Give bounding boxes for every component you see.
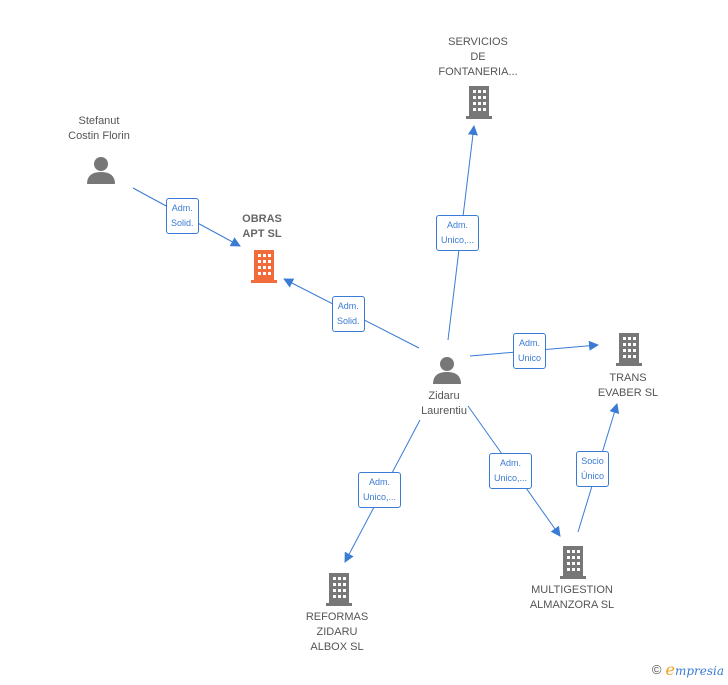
edge-label-zidaru-obras[interactable]: Adm. Solid. [332, 296, 365, 332]
edge-label-stefanut-obras[interactable]: Adm. Solid. [166, 198, 199, 234]
node-label-line: Stefanut [78, 115, 120, 127]
building-icon[interactable] [557, 544, 589, 585]
footer: © empresia [652, 660, 724, 679]
edge-label-line: Unico,... [441, 235, 475, 245]
edge-label-line: Unico,... [494, 473, 528, 483]
edge-label-line: Adm. [369, 477, 391, 487]
edge-label-line: Adm. [519, 338, 541, 348]
edge-label-line: Único [581, 471, 605, 481]
edge-label-line: Solid. [337, 316, 360, 326]
edge-label-zidaru-servicios[interactable]: Adm. Unico,... [436, 215, 480, 251]
building-icon[interactable] [248, 248, 280, 289]
node-label-trans[interactable]: TRANS EVABER SL [598, 371, 658, 401]
node-label-multigestion[interactable]: MULTIGESTION ALMANZORA SL [530, 583, 614, 613]
edge-label-line: Socio [581, 456, 604, 466]
node-label-obras[interactable]: OBRAS APT SL [242, 212, 282, 242]
node-label-line: Costin Florin [68, 130, 130, 142]
edge-label-line: Adm. [337, 301, 359, 311]
node-label-line: EVABER SL [597, 387, 659, 399]
edge-label-line: Solid. [171, 218, 194, 228]
building-icon[interactable] [613, 331, 645, 372]
node-label-line: ALBOX SL [310, 641, 364, 653]
copyright-icon: © [651, 662, 662, 677]
node-label-line: ALMANZORA SL [529, 599, 615, 611]
node-label-reformas[interactable]: REFORMAS ZIDARU ALBOX SL [306, 610, 368, 655]
edge-label-line: Adm. [447, 220, 469, 230]
building-icon[interactable] [463, 84, 495, 125]
node-label-line: MULTIGESTION [531, 584, 613, 596]
edge-label-line: Unico,... [363, 492, 397, 502]
node-label-servicios[interactable]: SERVICIOS DE FONTANERIA... [438, 35, 517, 80]
node-label-line: ZIDARU [316, 626, 358, 638]
node-label-line: Laurentiu [421, 405, 467, 417]
node-label-line: TRANS [609, 372, 647, 384]
person-icon[interactable] [85, 155, 117, 190]
node-label-line: OBRAS [242, 213, 282, 225]
person-icon[interactable] [431, 355, 463, 390]
node-label-line: SERVICIOS [448, 36, 508, 48]
edge-label-line: Unico [518, 353, 542, 363]
edge-label-zidaru-reformas[interactable]: Adm. Unico,... [358, 472, 402, 508]
node-label-line: APT SL [242, 228, 282, 240]
node-label-line: DE [470, 51, 486, 63]
edge-label-zidaru-multigestion[interactable]: Adm. Unico,... [489, 453, 533, 489]
edge-label-zidaru-trans[interactable]: Adm. Unico [513, 333, 547, 369]
node-label-line: REFORMAS [305, 611, 369, 623]
building-icon[interactable] [323, 571, 355, 612]
edge-label-line: Adm. [171, 203, 193, 213]
brand-logo: empresia [665, 660, 724, 679]
node-label-line: Zidaru [428, 390, 460, 402]
edge-label-line: Adm. [500, 458, 522, 468]
node-label-line: FONTANERIA... [438, 66, 518, 78]
